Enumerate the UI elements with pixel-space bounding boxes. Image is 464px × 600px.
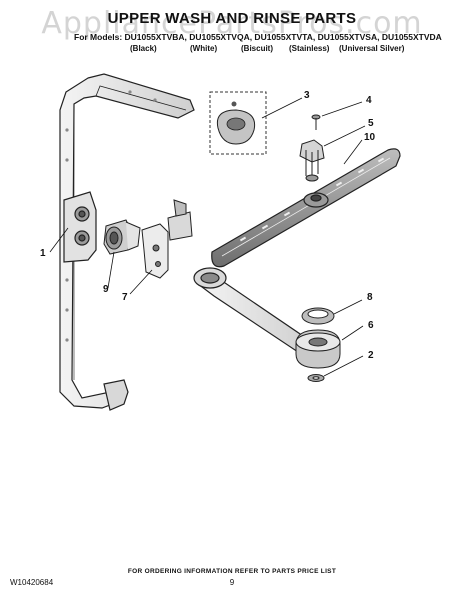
callout-9: 9: [103, 284, 109, 295]
callout-6: 6: [368, 320, 374, 331]
page-number: 9: [229, 578, 235, 587]
feed-conduit: [193, 267, 313, 357]
color-biscuit: (Biscuit): [241, 44, 273, 53]
detail-inset: [209, 91, 267, 155]
spray-arm: [211, 148, 401, 268]
hub: [295, 329, 341, 369]
diverter-valve: [103, 219, 141, 255]
color-white: (White): [190, 44, 218, 53]
color-black: (Black): [130, 44, 157, 53]
washer: [307, 374, 325, 382]
models-line: For Models: DU1055XTVBA, DU1055XTVQA, DU…: [74, 32, 442, 42]
screw: [311, 114, 321, 130]
bearing-clip: [299, 139, 325, 182]
callout-7: 7: [122, 292, 128, 303]
callout-2: 2: [368, 350, 374, 361]
callout-10: 10: [364, 132, 376, 143]
callout-8: 8: [367, 292, 373, 303]
callout-3: 3: [304, 90, 310, 101]
document-number: W10420684: [10, 578, 54, 587]
leader-lines: [49, 97, 366, 377]
ordering-instruction: FOR ORDERING INFORMATION REFER TO PARTS …: [127, 568, 337, 575]
callout-4: 4: [366, 95, 372, 106]
manifold-tube: [59, 73, 195, 411]
ring: [301, 307, 335, 325]
color-universal-silver: (Universal Silver): [339, 44, 405, 53]
callout-1: 1: [40, 248, 46, 259]
color-stainless: (Stainless): [289, 44, 330, 53]
page-title: UPPER WASH AND RINSE PARTS: [107, 10, 357, 27]
bracket: [141, 199, 193, 279]
callout-5: 5: [368, 118, 374, 129]
